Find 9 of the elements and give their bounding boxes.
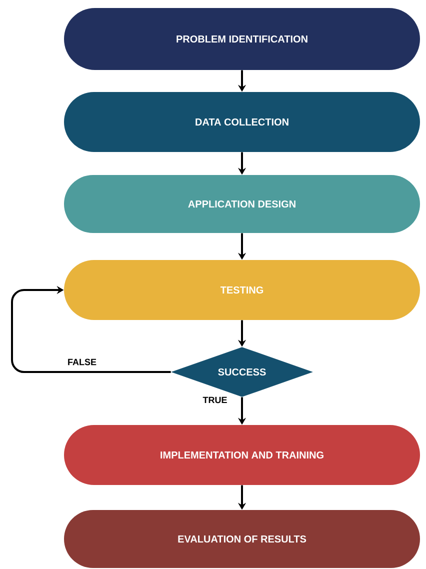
process-box: EVALUATION OF RESULTS	[64, 510, 420, 568]
edge-label: FALSE	[66, 358, 98, 366]
process-box: DATA COLLECTION	[64, 92, 420, 152]
process-box: TESTING	[64, 260, 420, 320]
process-box: APPLICATION DESIGN	[64, 175, 420, 233]
process-box: PROBLEM IDENTIFICATION	[64, 8, 420, 70]
edge-label: TRUE	[202, 396, 228, 404]
arrow	[11, 286, 171, 373]
process-box: IMPLEMENTATION AND TRAINING	[64, 425, 420, 485]
